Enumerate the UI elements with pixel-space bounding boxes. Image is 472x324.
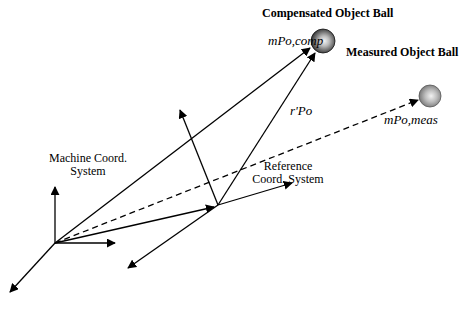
system-label: Machine Coord. System <box>48 152 128 178</box>
reference-axis <box>180 110 218 205</box>
machine-axis <box>55 242 115 243</box>
machine-axis <box>10 243 55 292</box>
measured-vector <box>55 100 418 243</box>
compensated-vector <box>55 48 310 243</box>
machine-axis <box>54 187 55 243</box>
vector-symbol: mPo,meas <box>384 113 438 126</box>
system-label: Reference Coord. System <box>246 160 330 186</box>
reference-axis <box>128 205 218 268</box>
reference-axis <box>218 183 292 205</box>
vector-symbol: mPo,comp <box>268 34 323 47</box>
ball-title: Measured Object Ball <box>346 46 458 59</box>
measured-ball <box>419 85 441 107</box>
vector-symbol: r'Po <box>290 104 312 117</box>
ball-title: Compensated Object Ball <box>262 7 393 20</box>
